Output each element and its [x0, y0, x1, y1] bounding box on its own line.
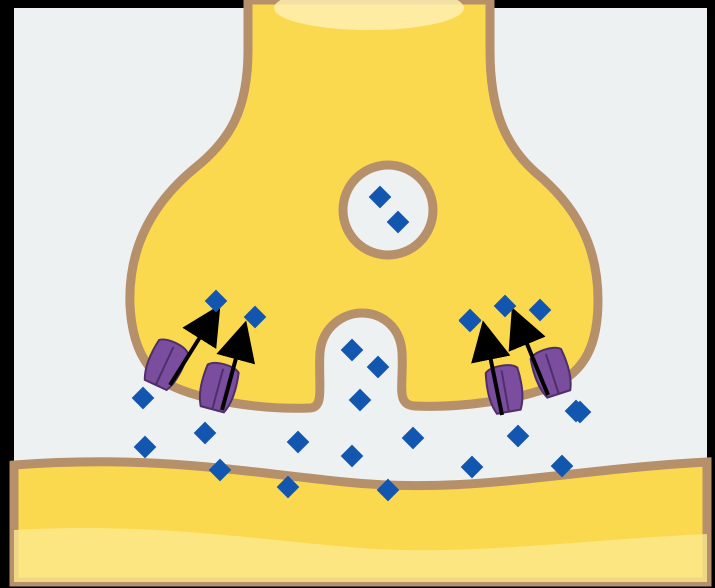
synaptic-vesicle [343, 165, 433, 255]
